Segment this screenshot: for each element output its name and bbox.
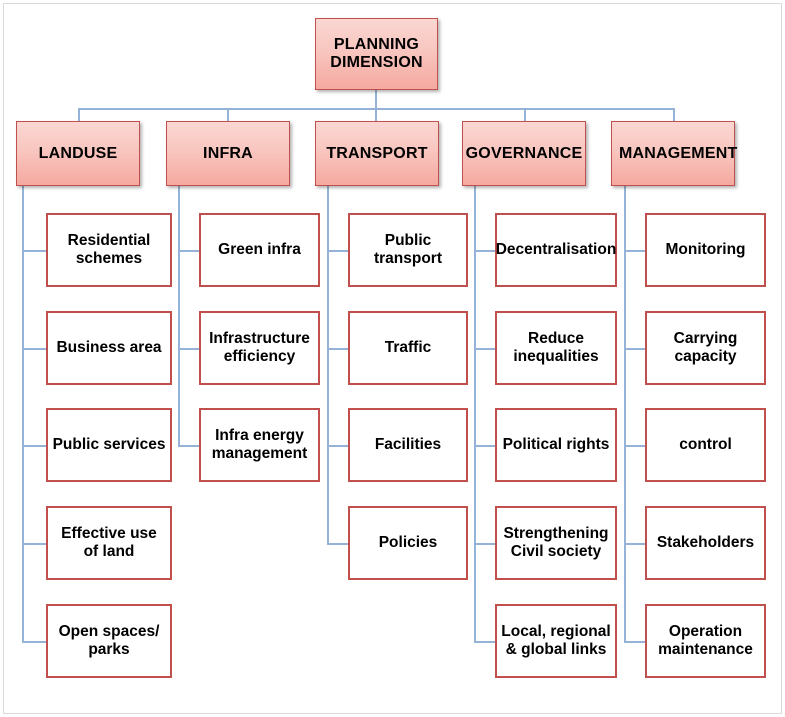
node-leaf-label: Infrastructure efficiency [209, 329, 310, 365]
node-branch-management[interactable]: MANAGEMENT [611, 121, 738, 186]
node-leaf-label: Reduce inequalities [513, 329, 599, 365]
node-leaf-label: Infra energy management [211, 426, 308, 462]
connector-root-stem [375, 90, 377, 122]
node-branch-transport[interactable]: TRANSPORT [315, 121, 439, 186]
stub-governance-3 [474, 445, 495, 447]
node-leaf-governance-2[interactable]: Reduce inequalities [495, 311, 617, 385]
node-leaf-governance-4[interactable]: Strengthening Civil society [495, 506, 617, 580]
node-leaf-landuse-5[interactable]: Open spaces/ parks [46, 604, 172, 678]
node-leaf-label: Operation maintenance [658, 622, 753, 658]
connector-drop-landuse [78, 108, 80, 122]
node-leaf-label: Political rights [502, 435, 610, 453]
node-leaf-management-2[interactable]: Carrying capacity [645, 311, 766, 385]
spine-transport [327, 186, 329, 543]
connector-drop-transport [375, 108, 377, 122]
node-leaf-management-5[interactable]: Operation maintenance [645, 604, 766, 678]
stub-management-3 [624, 445, 645, 447]
node-leaf-landuse-3[interactable]: Public services [46, 408, 172, 482]
node-leaf-label: Policies [378, 533, 438, 551]
connector-drop-infra [227, 108, 229, 122]
node-leaf-label: Carrying capacity [673, 329, 738, 365]
node-leaf-label: Stakeholders [656, 533, 755, 551]
node-leaf-transport-1[interactable]: Public transport [348, 213, 468, 287]
stub-landuse-5 [22, 641, 46, 643]
node-leaf-label: Local, regional & global links [501, 622, 611, 658]
spine-landuse [22, 186, 24, 643]
spine-infra [178, 186, 180, 445]
stub-landuse-3 [22, 445, 46, 447]
stub-management-4 [624, 543, 645, 545]
stub-transport-2 [327, 348, 348, 350]
node-branch-transport-label: TRANSPORT [326, 144, 428, 162]
node-leaf-label: Facilities [374, 435, 442, 453]
node-leaf-infra-1[interactable]: Green infra [199, 213, 320, 287]
stub-governance-2 [474, 348, 495, 350]
node-branch-management-label: MANAGEMENT [619, 144, 738, 162]
node-branch-landuse-label: LANDUSE [38, 144, 118, 162]
node-leaf-label: Public transport [373, 231, 443, 267]
node-leaf-governance-3[interactable]: Political rights [495, 408, 617, 482]
node-branch-infra-label: INFRA [203, 144, 253, 162]
node-leaf-label: control [679, 435, 732, 453]
stub-infra-1 [178, 250, 199, 252]
node-leaf-infra-3[interactable]: Infra energy management [199, 408, 320, 482]
stub-transport-4 [327, 543, 348, 545]
node-leaf-label: Monitoring [665, 240, 746, 258]
stub-management-5 [624, 641, 645, 643]
node-leaf-management-3[interactable]: control [645, 408, 766, 482]
spine-management [624, 186, 626, 643]
connector-drop-management [673, 108, 675, 122]
node-branch-infra[interactable]: INFRA [166, 121, 290, 186]
node-leaf-label: Public services [52, 435, 166, 453]
node-leaf-management-4[interactable]: Stakeholders [645, 506, 766, 580]
node-leaf-transport-4[interactable]: Policies [348, 506, 468, 580]
node-leaf-transport-3[interactable]: Facilities [348, 408, 468, 482]
node-root-label: PLANNING DIMENSION [330, 36, 423, 71]
node-leaf-label: Residential schemes [67, 231, 151, 267]
stub-landuse-4 [22, 543, 46, 545]
node-branch-governance-label: GOVERNANCE [465, 144, 583, 162]
node-leaf-label: Traffic [384, 338, 432, 356]
connector-drop-governance [524, 108, 526, 122]
node-leaf-governance-1[interactable]: Decentralisation [495, 213, 617, 287]
stub-governance-5 [474, 641, 495, 643]
stub-transport-1 [327, 250, 348, 252]
node-branch-landuse[interactable]: LANDUSE [16, 121, 140, 186]
stub-transport-3 [327, 445, 348, 447]
spine-governance [474, 186, 476, 643]
node-leaf-label: Business area [56, 338, 162, 356]
node-leaf-transport-2[interactable]: Traffic [348, 311, 468, 385]
node-leaf-landuse-1[interactable]: Residential schemes [46, 213, 172, 287]
node-branch-governance[interactable]: GOVERNANCE [462, 121, 586, 186]
node-leaf-label: Decentralisation [495, 240, 617, 258]
node-leaf-landuse-4[interactable]: Effective use of land [46, 506, 172, 580]
stub-management-2 [624, 348, 645, 350]
stub-landuse-2 [22, 348, 46, 350]
stub-governance-1 [474, 250, 495, 252]
node-leaf-infra-2[interactable]: Infrastructure efficiency [199, 311, 320, 385]
node-leaf-label: Strengthening Civil society [503, 524, 609, 560]
node-leaf-label: Green infra [218, 240, 301, 258]
stub-infra-3 [178, 445, 199, 447]
stub-management-1 [624, 250, 645, 252]
node-leaf-governance-5[interactable]: Local, regional & global links [495, 604, 617, 678]
node-root[interactable]: PLANNING DIMENSION [315, 18, 438, 90]
stub-landuse-1 [22, 250, 46, 252]
node-leaf-management-1[interactable]: Monitoring [645, 213, 766, 287]
stub-infra-2 [178, 348, 199, 350]
node-leaf-label: Open spaces/ parks [58, 622, 160, 658]
node-leaf-landuse-2[interactable]: Business area [46, 311, 172, 385]
node-leaf-label: Effective use of land [61, 524, 157, 560]
stub-governance-4 [474, 543, 495, 545]
